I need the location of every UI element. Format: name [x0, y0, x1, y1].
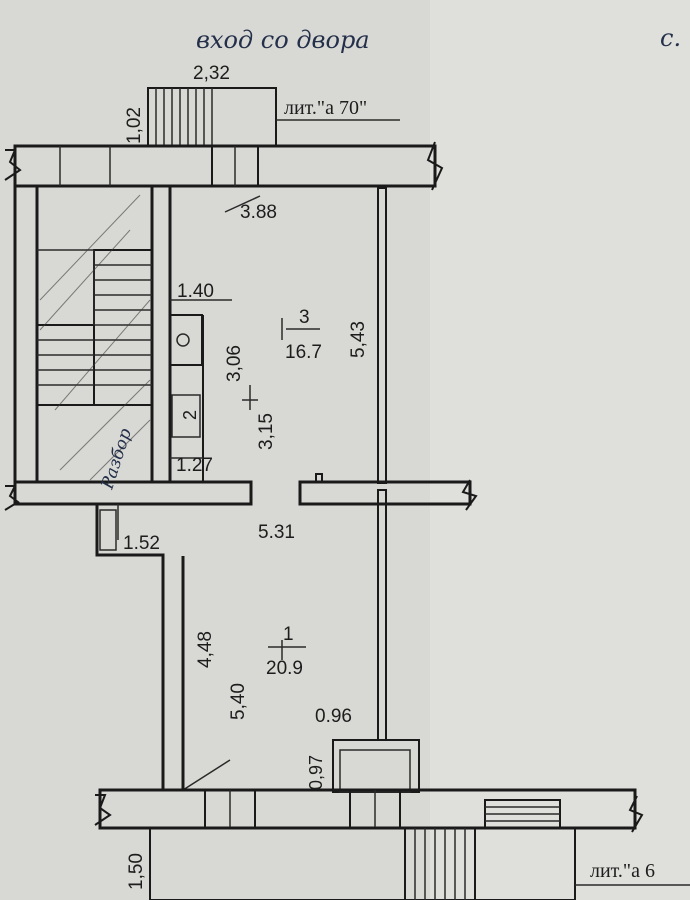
- room-1-number: 1: [283, 624, 294, 645]
- dimension-3-88: 3.88: [240, 202, 277, 223]
- dimension-3-06: 3,06: [224, 345, 245, 382]
- handwritten-entrance-note: вход со двора: [196, 26, 370, 54]
- dimension-1-02: 1,02: [124, 107, 145, 144]
- room-3-area: 16.7: [285, 342, 322, 363]
- litera-top-label: лит."а 70": [284, 97, 367, 119]
- top-exterior-wall: [4, 141, 444, 191]
- dimension-1-40: 1.40: [177, 281, 214, 302]
- bottom-entrance-stairs: [149, 827, 690, 900]
- dimension-ticks: [170, 195, 283, 660]
- room-2-number: 2: [180, 410, 200, 420]
- room-3-number: 3: [299, 307, 310, 328]
- dimension-1-50: 1,50: [126, 853, 147, 890]
- dimension-2-32: 2,32: [193, 63, 230, 84]
- dimension-4-48: 4,48: [195, 631, 216, 668]
- room-1-area: 20.9: [266, 658, 303, 679]
- dimension-5-31: 5.31: [258, 522, 295, 543]
- litera-bottom-label: лит."а 6: [590, 860, 655, 882]
- dimension-1-27: 1.27: [176, 455, 213, 476]
- dimension-1-52: 1.52: [123, 533, 160, 554]
- corner-handwritten-mark: с.: [660, 24, 681, 52]
- dimension-0-97: 0,97: [306, 755, 326, 790]
- room-2-walls: [169, 314, 204, 482]
- dimension-5-43: 5,43: [348, 321, 369, 358]
- dimension-3-15: 3,15: [256, 413, 277, 450]
- middle-wall: [4, 473, 478, 511]
- dimension-5-40: 5,40: [228, 683, 249, 720]
- paper-light-area: [430, 0, 690, 900]
- corridor-wall: [95, 504, 231, 791]
- dimension-0-96: 0.96: [315, 706, 352, 727]
